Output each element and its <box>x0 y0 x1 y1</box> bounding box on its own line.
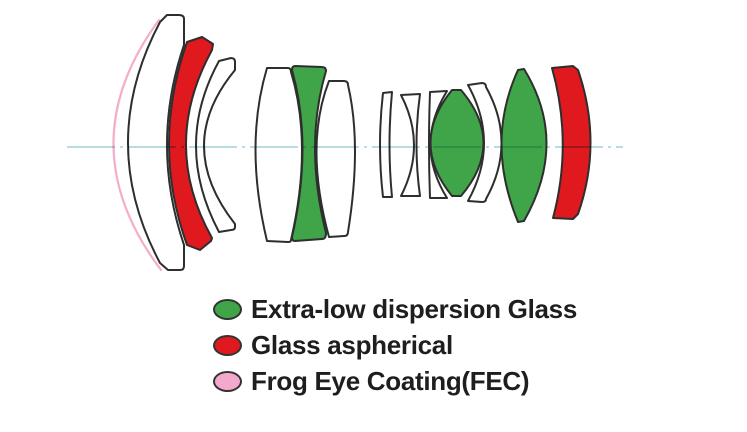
lens-element-10-ed-glass-biconvex <box>429 89 485 197</box>
lens-element-13-glass-aspherical-rear <box>551 65 592 220</box>
lens-element-6-triplet-right <box>315 80 356 238</box>
legend-item-glass-aspherical: Glass aspherical <box>213 330 577 360</box>
fec-coating-arc <box>112 18 163 272</box>
ed-glass-swatch-icon <box>213 298 242 320</box>
legend-item-ed-glass: Extra-low dispersion Glass <box>213 294 577 324</box>
lens-cross-section <box>67 14 623 272</box>
lens-element-3-meniscus <box>195 57 236 233</box>
legend-item-frog-eye-coating: Frog Eye Coating(FEC) <box>213 366 577 396</box>
legend-label-ed-glass: Extra-low dispersion Glass <box>251 294 577 324</box>
legend-label-frog-eye-coating: Frog Eye Coating(FEC) <box>251 366 530 396</box>
lens-element-12-ed-glass-biconvex <box>500 68 548 223</box>
lens-element-8-biconcave <box>400 93 421 197</box>
lens-element-1-front-meniscus <box>127 14 185 271</box>
legend: Extra-low dispersion Glass Glass aspheri… <box>213 294 577 396</box>
glass-aspherical-swatch-icon <box>213 334 242 356</box>
lens-element-5-ed-glass <box>291 65 327 242</box>
lens-element-4-triplet-left <box>254 67 303 243</box>
lens-element-2-glass-aspherical <box>168 36 214 251</box>
frog-eye-coating-swatch-icon <box>213 370 242 392</box>
legend-label-glass-aspherical: Glass aspherical <box>251 330 453 360</box>
lens-element-7-thin-meniscus <box>379 91 393 198</box>
